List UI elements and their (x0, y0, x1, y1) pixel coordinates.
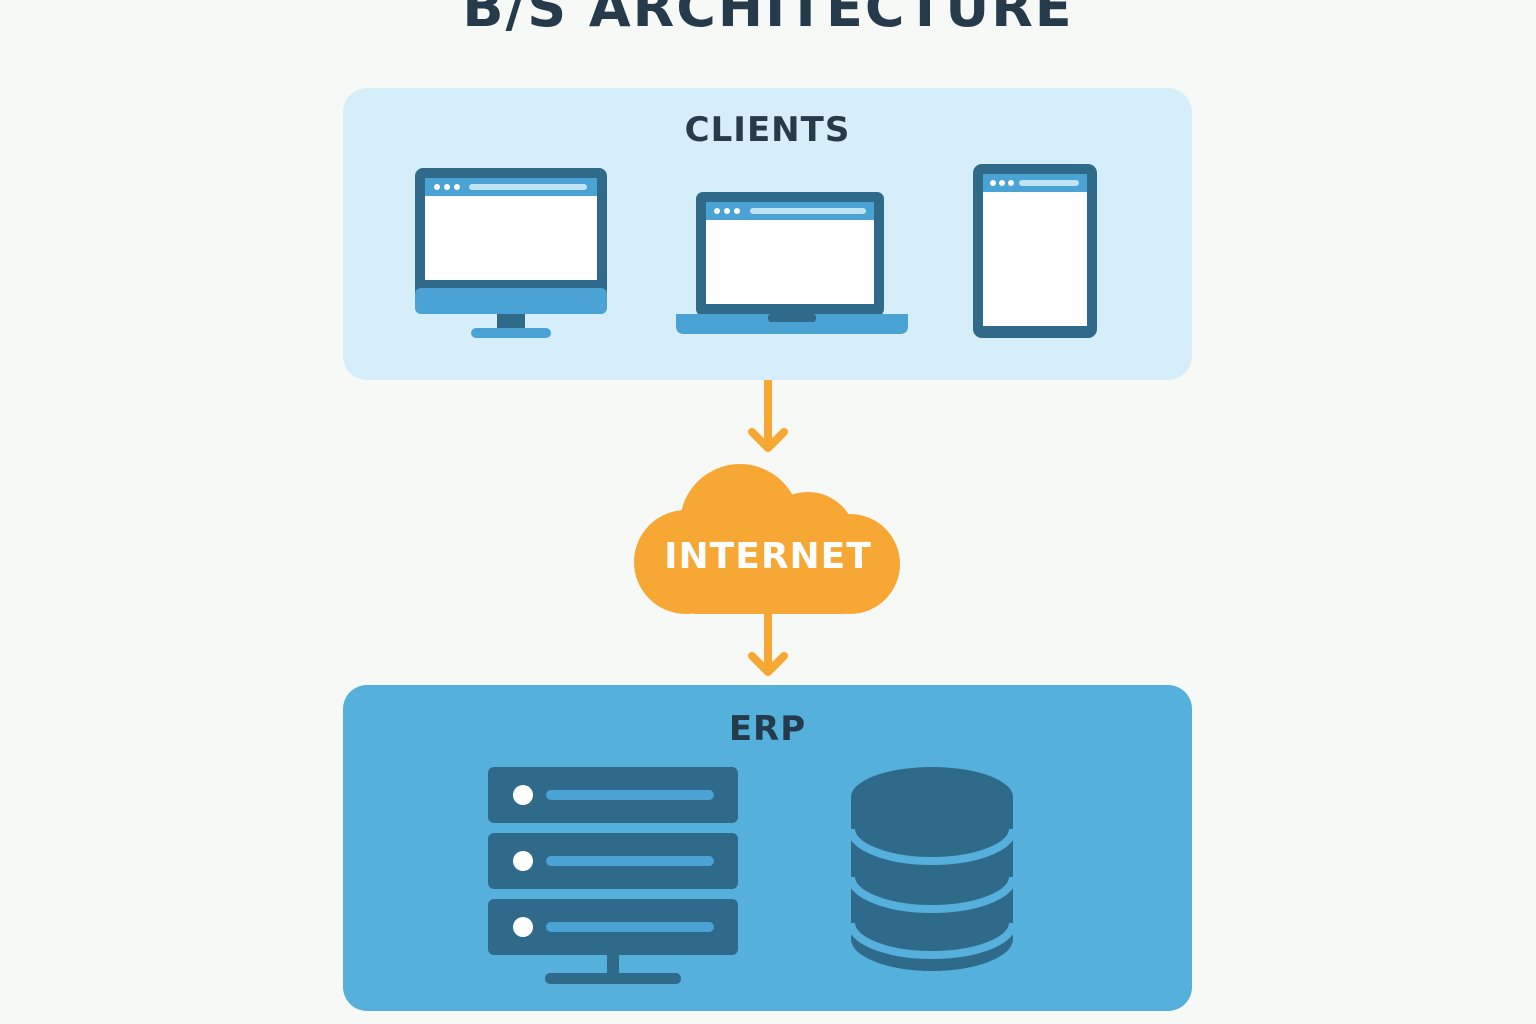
server-rack-icon (488, 767, 738, 984)
clients-label: CLIENTS (684, 110, 851, 150)
cloud-icon (634, 464, 900, 614)
laptop-icon (676, 192, 908, 334)
database-icon (849, 767, 1015, 971)
diagram-title: B/S ARCHITECTURE (462, 0, 1074, 39)
tablet-icon (973, 164, 1097, 338)
clients-panel: CLIENTS (343, 88, 1192, 380)
arrow-down-icon (748, 604, 788, 676)
erp-panel: ERP (343, 685, 1192, 1011)
desktop-icon (415, 168, 607, 338)
arrow-down-icon (748, 380, 788, 452)
erp-label: ERP (728, 709, 807, 749)
internet-label: INTERNET (664, 536, 872, 577)
